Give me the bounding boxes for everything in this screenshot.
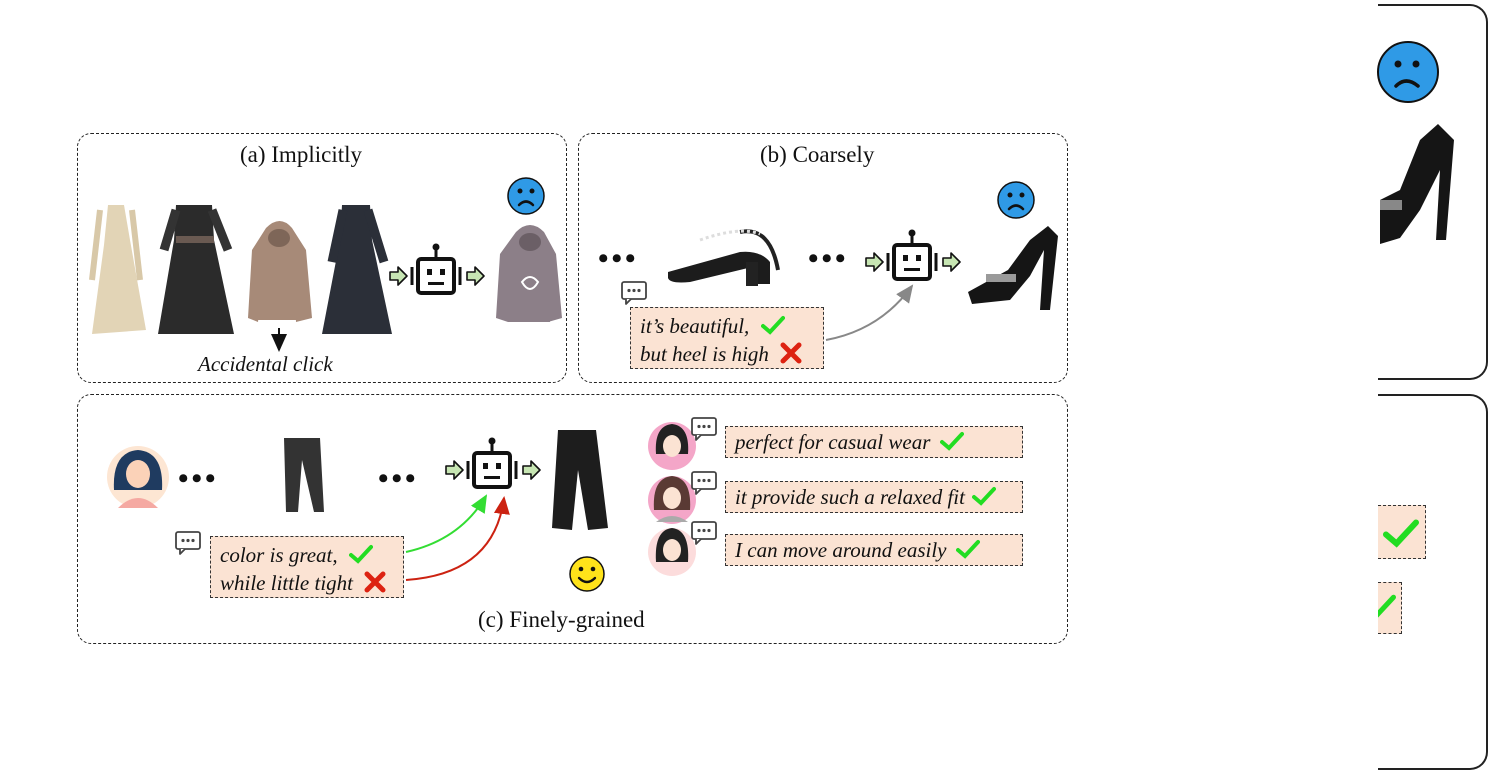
- check-icon: [348, 545, 373, 564]
- coarse-feedback-line-1: it’s beautiful,: [640, 314, 750, 338]
- review-text-1: perfect for casual wear: [735, 430, 931, 454]
- ellipsis-right: •••: [808, 242, 849, 275]
- panel-finely-grained: [77, 394, 1068, 644]
- coarse-feedback-box: it’s beautiful, but heel is high: [630, 307, 824, 369]
- accidental-click-label: Accidental click: [198, 352, 333, 376]
- ellipsis-left: •••: [178, 462, 219, 495]
- cross-icon: [780, 342, 802, 364]
- review-box-2: it provide such a relaxed fit: [725, 481, 1023, 513]
- check-icon: [1383, 519, 1419, 548]
- cross-icon: [364, 571, 386, 593]
- check-icon: [972, 487, 997, 506]
- fine-feedback-line-2: while little tight: [220, 571, 353, 595]
- panel-b-title: (b) Coarsely: [760, 142, 875, 167]
- check-icon: [955, 540, 980, 559]
- ellipsis-left: •••: [598, 242, 639, 275]
- check-icon: [760, 316, 785, 335]
- cropped-panel-top: [1378, 4, 1488, 380]
- review-text-2: it provide such a relaxed fit: [735, 485, 965, 509]
- cropped-panel-bottom: [1378, 394, 1488, 770]
- fine-feedback-line-1: color is great,: [220, 543, 338, 567]
- fine-feedback-box: color is great, while little tight: [210, 536, 404, 598]
- panel-coarsely: [578, 133, 1068, 383]
- cropped-check-box-1: [1378, 505, 1426, 559]
- review-text-3: I can move around easily: [735, 538, 947, 562]
- check-icon: [1378, 594, 1396, 618]
- coarse-feedback-line-2: but heel is high: [640, 342, 769, 366]
- check-icon: [939, 432, 964, 451]
- ellipsis-right: •••: [378, 462, 419, 495]
- review-box-3: I can move around easily: [725, 534, 1023, 566]
- panel-c-title: (c) Finely-grained: [478, 607, 645, 632]
- cropped-check-box-2: [1378, 582, 1402, 634]
- panel-implicitly: [77, 133, 567, 383]
- panel-a-title: (a) Implicitly: [240, 142, 362, 167]
- review-box-1: perfect for casual wear: [725, 426, 1023, 458]
